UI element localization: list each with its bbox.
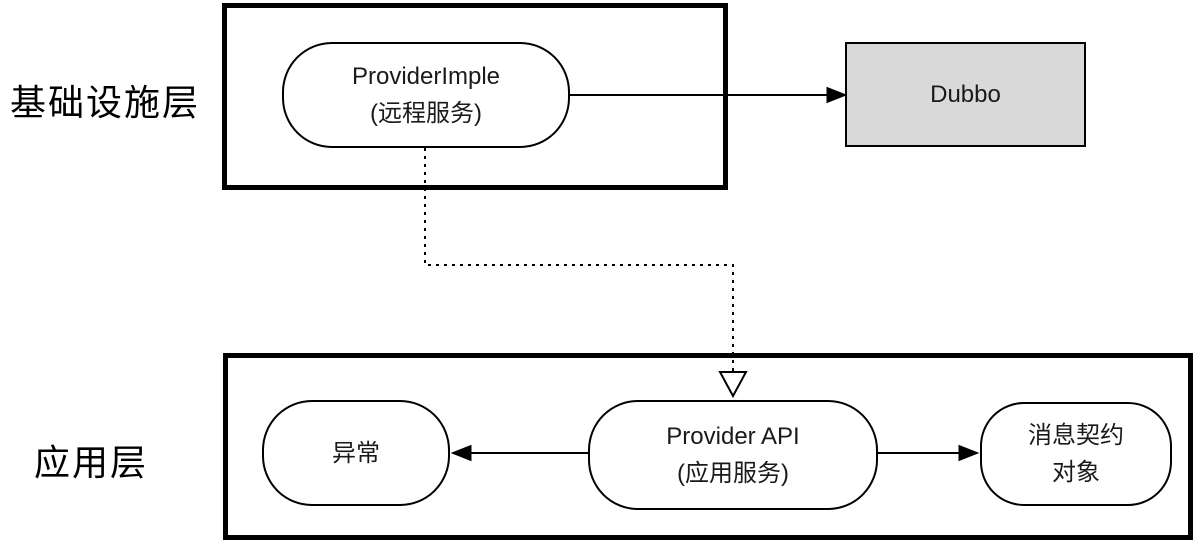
node-provider-imple-subtitle: (远程服务) bbox=[370, 100, 482, 127]
node-provider-api-subtitle: (应用服务) bbox=[677, 460, 789, 487]
node-message-contract-line1: 消息契约 bbox=[1028, 422, 1124, 449]
node-exception: 异常 bbox=[262, 400, 450, 506]
node-message-contract-line2: 对象 bbox=[1052, 459, 1100, 486]
node-dubbo-title: Dubbo bbox=[930, 81, 1001, 108]
node-message-contract: 消息契约 对象 bbox=[980, 402, 1172, 506]
node-provider-api: Provider API (应用服务) bbox=[588, 400, 878, 510]
application-layer-label: 应用层 bbox=[34, 442, 149, 483]
node-dubbo: Dubbo bbox=[845, 42, 1086, 147]
node-exception-title: 异常 bbox=[332, 439, 380, 467]
node-provider-imple-title: ProviderImple bbox=[351, 63, 501, 90]
node-provider-api-title: Provider API bbox=[666, 423, 800, 450]
infrastructure-layer-label: 基础设施层 bbox=[10, 82, 201, 123]
node-provider-imple: ProviderImple (远程服务) bbox=[282, 42, 570, 148]
filled-arrowhead-right-icon bbox=[826, 86, 848, 104]
